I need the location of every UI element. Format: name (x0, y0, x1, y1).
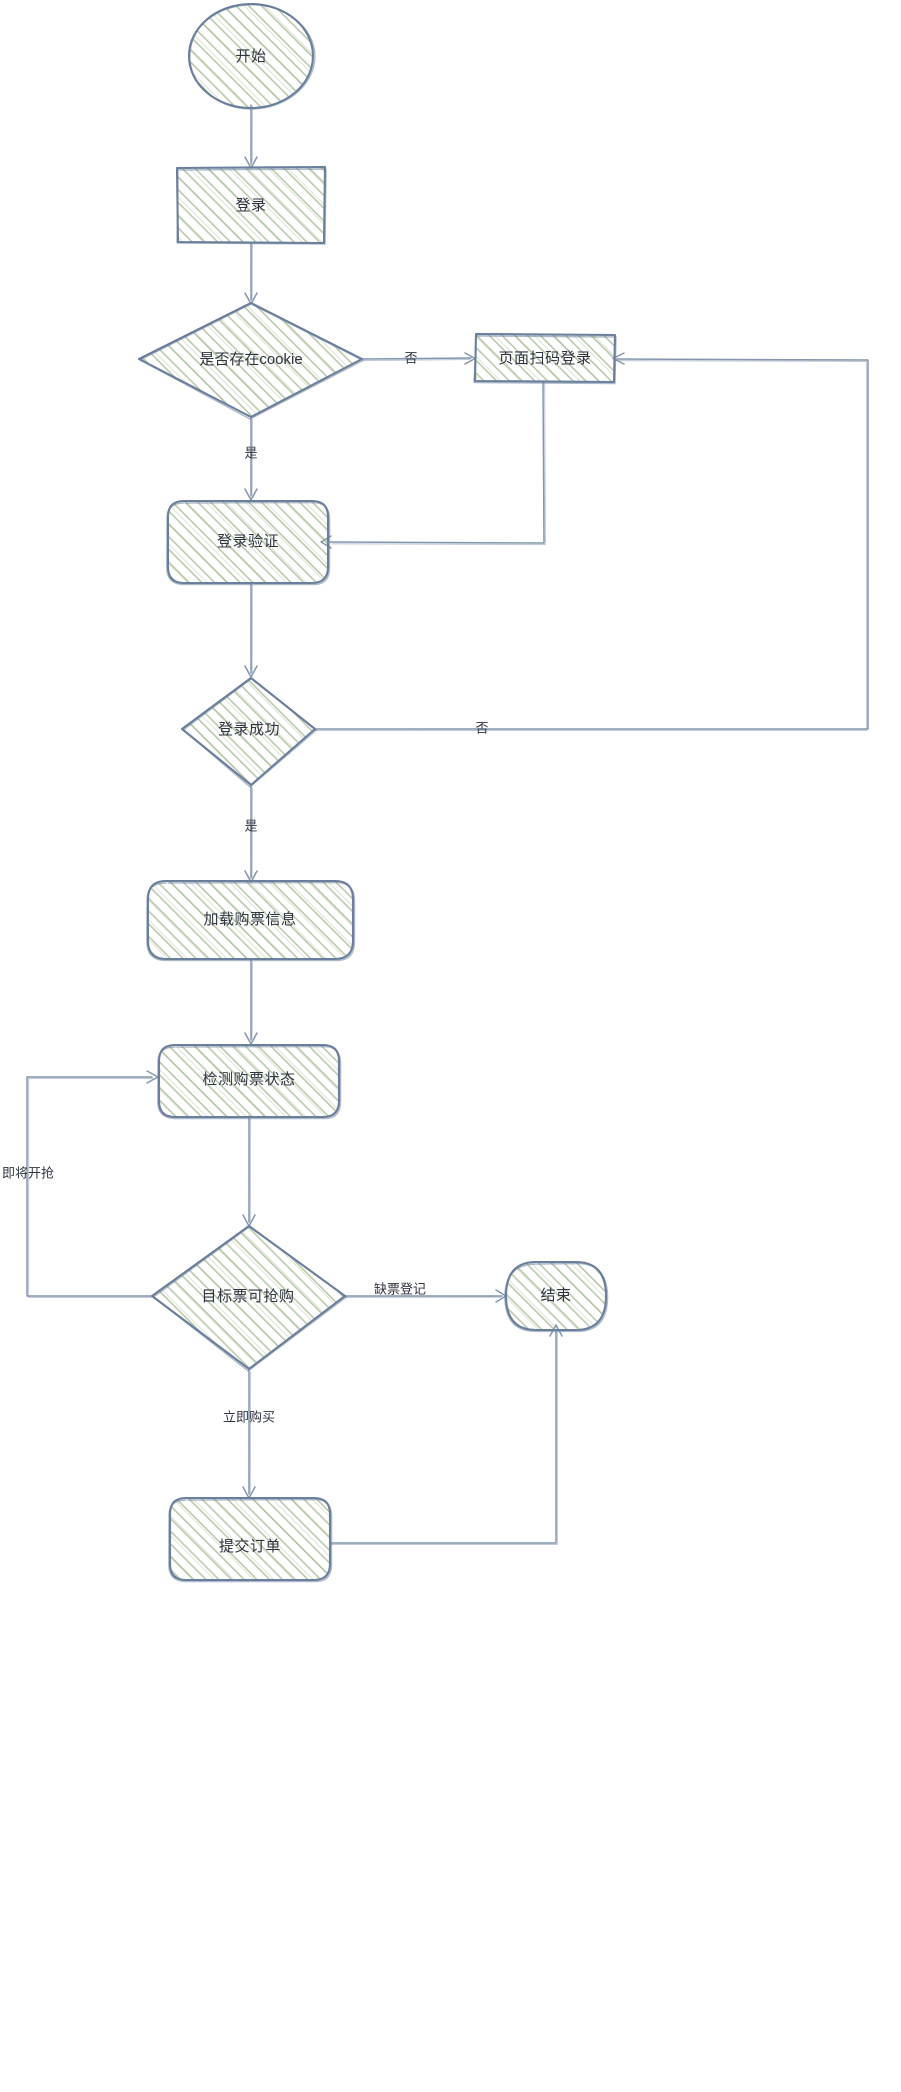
node-end[interactable]: 结束 (504, 1260, 609, 1333)
node-has-cookie[interactable]: 是否存在cookie (137, 301, 364, 420)
node-label-can-buy: 目标票可抢购 (201, 1287, 294, 1305)
node-login[interactable]: 登录 (175, 165, 327, 245)
node-label-login-verify: 登录验证 (217, 533, 279, 550)
node-label-load-info: 加载购票信息 (203, 911, 296, 928)
node-scan-login[interactable]: 页面扫码登录 (473, 332, 617, 385)
edge-label-cookie-yes: 是 (244, 445, 257, 460)
node-load-info[interactable]: 加载购票信息 (146, 879, 356, 962)
node-login-ok[interactable]: 登录成功 (180, 676, 318, 788)
edge-label-canbuy-loop: 即将开抢 (2, 1165, 54, 1180)
edge-label-canbuy-to-submit: 立即购买 (223, 1409, 275, 1424)
node-login-verify[interactable]: 登录验证 (166, 499, 331, 586)
edge-canbuy-loop-to-checkstate: 即将开抢 (2, 1070, 159, 1298)
edges-layer: 否 是 否 (2, 104, 869, 1545)
node-start[interactable]: 开始 (187, 2, 316, 110)
edge-loginok-no-to-scan: 否 (314, 352, 869, 735)
node-label-login-ok: 登录成功 (218, 721, 280, 738)
edge-label-canbuy-to-end: 缺票登记 (374, 1281, 426, 1296)
edge-login-to-cookie (244, 242, 258, 305)
edge-canbuy-to-end: 缺票登记 (344, 1281, 507, 1303)
node-check-state[interactable]: 检测购票状态 (157, 1043, 342, 1120)
edge-loadinfo-to-checkstate (244, 959, 258, 1045)
edge-label-loginok-no: 否 (475, 720, 488, 735)
edge-cookie-yes-to-verify: 是 (244, 417, 258, 501)
edge-start-to-login (244, 104, 258, 169)
node-submit-order[interactable]: 提交订单 (168, 1496, 333, 1583)
edge-verify-to-loginok (244, 582, 258, 678)
edge-scan-to-verify (320, 380, 546, 549)
edge-cookie-no-to-scan: 否 (361, 350, 476, 365)
node-label-end: 结束 (540, 1287, 571, 1304)
edge-loginok-yes-to-loadinfo: 是 (244, 785, 258, 883)
edge-label-cookie-no: 否 (404, 350, 417, 365)
node-label-submit-order: 提交订单 (219, 1537, 281, 1555)
node-can-buy[interactable]: 目标票可抢购 (150, 1224, 348, 1372)
nodes-layer: 开始 登录 是否存在cookie 页面扫码登录 (137, 2, 617, 1583)
edge-checkstate-to-canbuy (242, 1115, 256, 1227)
node-label-login: 登录 (235, 197, 266, 214)
node-label-start: 开始 (235, 48, 266, 65)
edge-submit-to-end (329, 1324, 563, 1545)
node-label-has-cookie: 是否存在cookie (199, 351, 302, 368)
node-label-scan-login: 页面扫码登录 (498, 350, 591, 367)
edge-label-loginok-yes: 是 (244, 818, 257, 833)
node-label-check-state: 检测购票状态 (202, 1071, 295, 1088)
edge-canbuy-to-submit: 立即购买 (223, 1369, 275, 1499)
